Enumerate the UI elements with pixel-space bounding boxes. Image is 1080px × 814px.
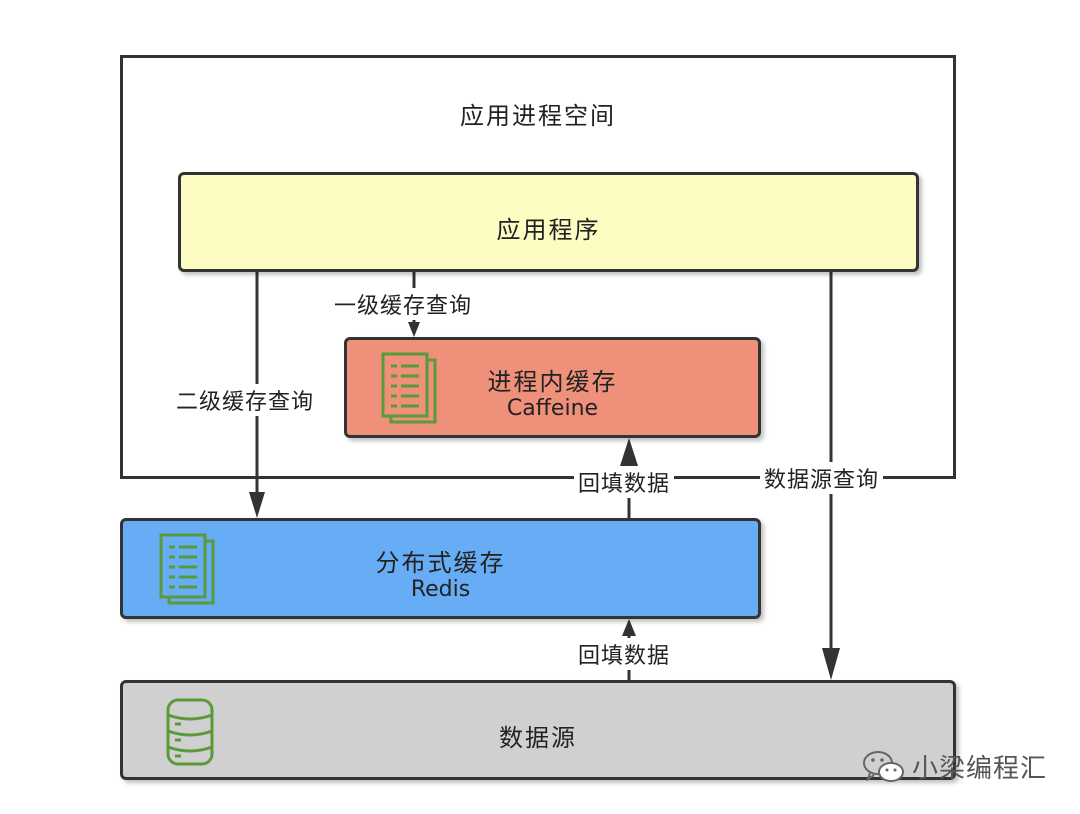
- edge-label-backfill-local: 回填数据: [574, 466, 675, 498]
- edge-label-ds-query: 数据源查询: [760, 462, 884, 494]
- node-redis-label: 分布式缓存: [375, 549, 506, 577]
- edge-l2-query-arrowhead: [249, 492, 265, 518]
- node-application-label: 应用程序: [496, 216, 601, 244]
- edge-l1-query-arrowhead: [408, 322, 420, 337]
- watermark: 小梁编程汇: [862, 748, 1047, 785]
- edge-backfill-local-arrowhead: [620, 438, 638, 466]
- edge-label-backfill-redis: 回填数据: [574, 638, 675, 670]
- edge-ds-query-arrowhead: [822, 648, 840, 680]
- edge-backfill-redis-arrowhead: [622, 619, 636, 636]
- node-redis-sub: Redis: [410, 577, 471, 602]
- process-space-title: 应用进程空间: [460, 102, 616, 130]
- node-local-cache: 进程内缓存 Caffeine: [344, 337, 761, 438]
- node-local-cache-sub: Caffeine: [506, 396, 599, 421]
- node-redis: 分布式缓存 Redis: [120, 518, 761, 619]
- edge-label-l1-query: 一级缓存查询: [330, 288, 477, 320]
- node-application: 应用程序: [178, 172, 919, 272]
- node-datasource-label: 数据源: [499, 724, 577, 752]
- wechat-icon: [863, 750, 904, 782]
- database-icon: [166, 698, 214, 766]
- document-stack-icon: [159, 533, 215, 605]
- edge-label-l2-query: 二级缓存查询: [172, 384, 319, 416]
- watermark-text: 小梁编程汇: [912, 754, 1048, 784]
- node-local-cache-label: 进程内缓存: [487, 368, 618, 396]
- process-space-frame: [120, 55, 956, 479]
- node-datasource: 数据源: [120, 680, 956, 780]
- document-stack-icon: [381, 352, 437, 424]
